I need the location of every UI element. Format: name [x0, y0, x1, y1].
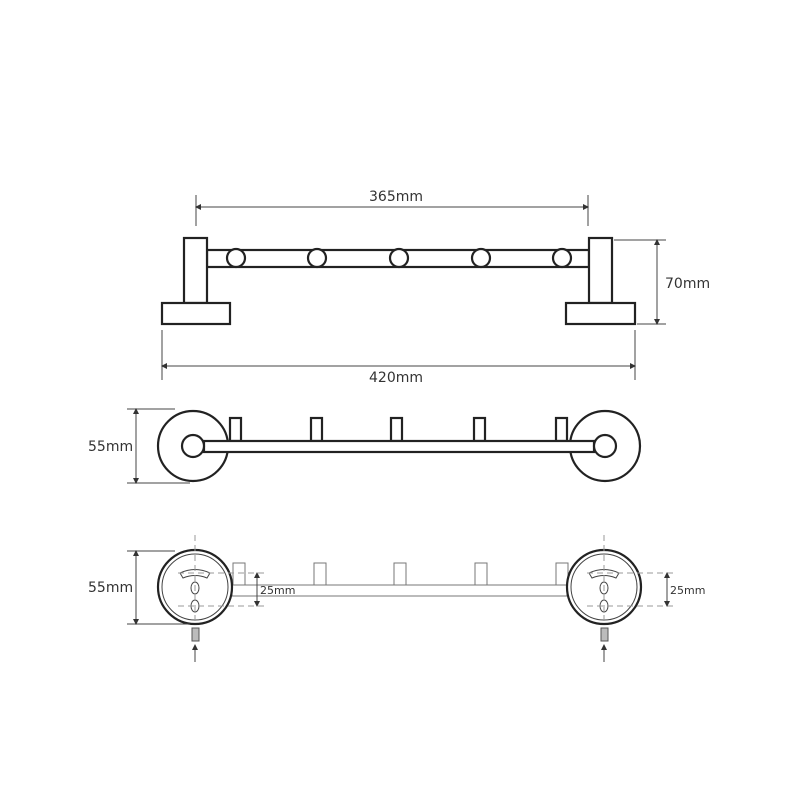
dim-label-365: 365mm — [369, 189, 423, 205]
dim-70: 70mm — [614, 239, 710, 325]
dim-label-70: 70mm — [665, 276, 710, 292]
hooks — [225, 247, 573, 269]
left-mount — [156, 535, 265, 662]
elevation-view: 365mm 70mm 420mm — [160, 189, 710, 386]
dim-55-front: 55mm — [88, 408, 190, 484]
dim-25-right: 25mm — [664, 572, 705, 607]
left-post — [182, 236, 209, 305]
plan-view: 55mm — [88, 408, 642, 484]
dim-25-left: 25mm — [254, 572, 295, 607]
dim-label-55-back: 55mm — [88, 580, 133, 596]
left-base — [160, 301, 232, 326]
dim-label-420: 420mm — [369, 370, 423, 386]
dim-365: 365mm — [195, 189, 589, 226]
dim-55-back: 55mm — [88, 550, 190, 625]
dim-420: 420mm — [161, 330, 636, 386]
dim-label-25-left: 25mm — [260, 584, 295, 597]
mounting-view: 25mm 25mm 55mm — [88, 535, 705, 662]
dim-label-55-front: 55mm — [88, 439, 133, 455]
screw-icon — [600, 627, 609, 642]
right-mount — [565, 535, 675, 662]
right-base — [564, 301, 637, 326]
hooks — [228, 416, 569, 443]
hooks — [232, 562, 569, 586]
rail — [202, 439, 596, 454]
right-post — [587, 236, 614, 305]
screw-icon — [191, 627, 200, 642]
dim-label-25-right: 25mm — [670, 584, 705, 597]
